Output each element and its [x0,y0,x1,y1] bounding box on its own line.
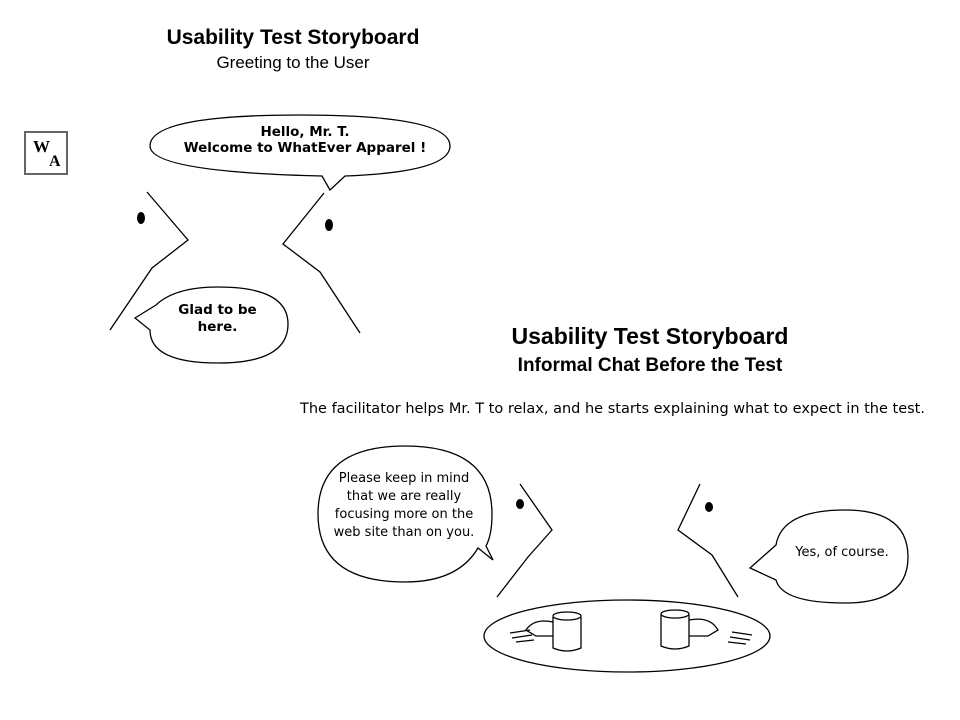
scene1-title: Usability Test Storyboard [166,26,420,49]
left-profile [109,191,189,331]
facilitator-speech-bubble [317,445,494,583]
facilitator-speech-line: Please keep in mind [338,471,470,486]
scene1-subtitle: Greeting to the User [216,53,370,72]
scene2-title: Usability Test Storyboard [511,323,789,349]
left-hand [509,629,535,643]
scene2-caption: The facilitator helps Mr. T to relax, an… [300,401,925,417]
right-hand [727,631,753,645]
facilitator-speech-line: focusing more on the [334,507,474,522]
user-speech-bubble [133,286,289,364]
host-greeting-line: Welcome to WhatEver Apparel ! [183,140,427,156]
logo [24,131,68,175]
facilitator-speech-text: Please keep in mind that we are really f… [318,470,490,542]
user2-speech-bubble [748,509,909,604]
facilitator-speech-line: web site than on you. [333,525,475,540]
right-cup [660,609,719,650]
right-eye [325,219,333,231]
user2-reply-text: Yes, of course. [795,545,889,560]
facilitator-speech-line: that we are really [346,489,462,504]
host-greeting-text: Hello, Mr. T. Welcome to WhatEver Appare… [160,124,450,156]
logo-letter-bottom: A [49,153,61,170]
left-eye [137,212,145,224]
right-profile [282,192,361,334]
facilitator-profile [496,483,553,598]
host-greeting-line: Hello, Mr. T. [260,124,350,140]
user-reply-line: here. [197,319,238,335]
facilitator-eye [516,499,524,509]
user-reply-line: Glad to be [178,302,257,318]
host-speech-bubble [149,114,451,192]
scene2-subtitle: Informal Chat Before the Test [517,355,783,376]
user-reply-text: Glad to be here. [150,302,285,336]
user2-eye [705,502,713,512]
user2-profile [677,483,739,598]
logo-letter-top: W [33,137,50,156]
